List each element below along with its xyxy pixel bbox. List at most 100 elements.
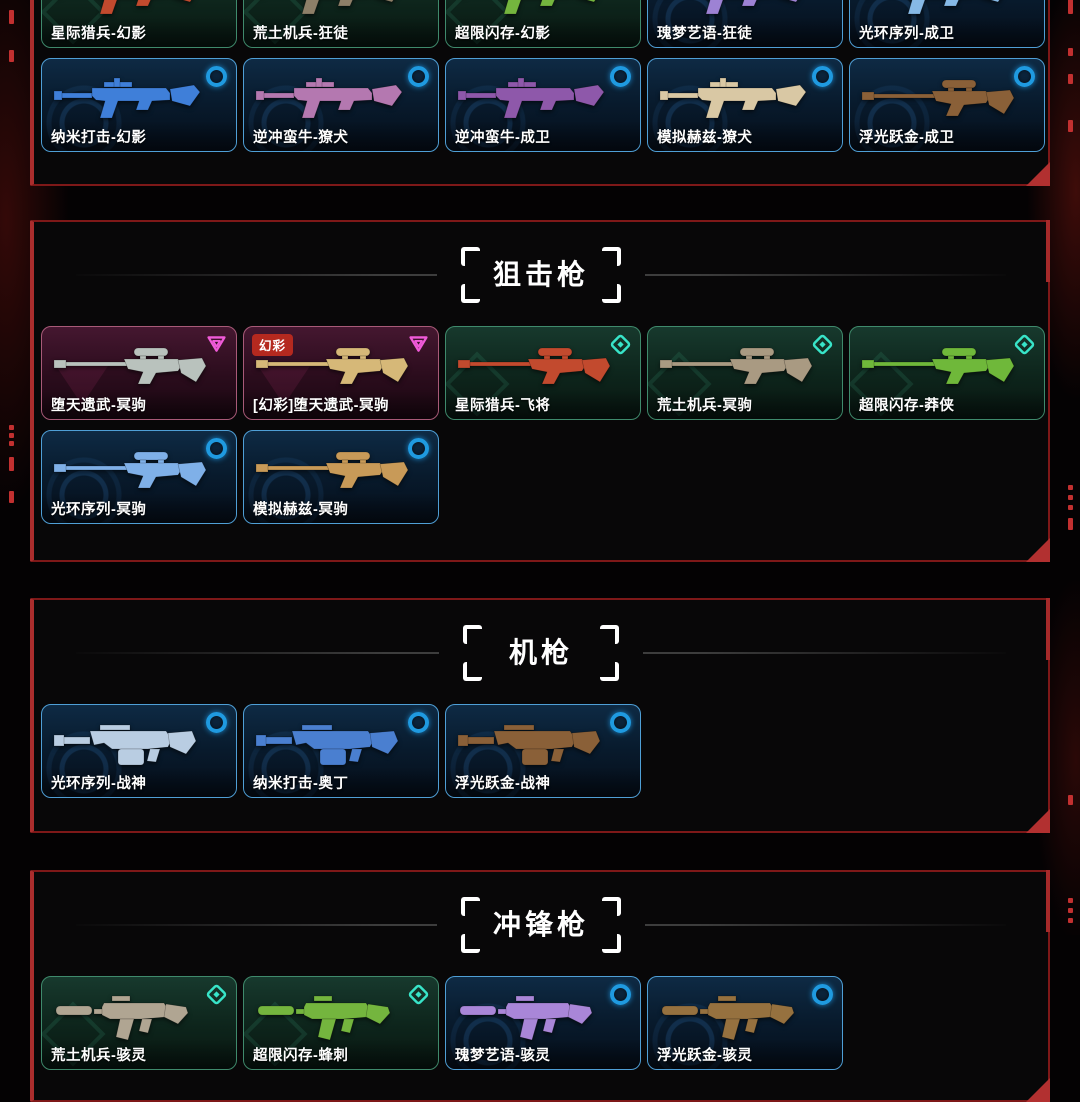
weapon-card-label: 瑰梦艺语-狂徒	[657, 26, 753, 42]
weapon-card-row: 荒土机兵-骇灵 超限闪存-蜂刺 瑰梦艺语-骇灵	[34, 976, 1048, 1070]
edge-dash-decoration	[9, 433, 14, 438]
title-divider-line	[643, 652, 1006, 654]
weapon-card-label: 模拟赫兹-冥驹	[253, 502, 349, 518]
edge-dash-decoration	[1068, 495, 1073, 500]
weapon-card[interactable]: 超限闪存-莽侠	[849, 326, 1045, 420]
sniper-silhouette-icon	[458, 347, 611, 385]
bracket-corner	[602, 247, 622, 266]
weapon-card[interactable]: 纳米打击-幻影	[41, 58, 237, 152]
edge-dash-decoration	[9, 50, 14, 62]
ring-badge-icon	[1014, 66, 1035, 87]
label-shade	[446, 17, 640, 47]
weapon-card[interactable]: 逆冲蛮牛-成卫	[445, 58, 641, 152]
weapon-card[interactable]: 星际猎兵-幻影	[41, 0, 237, 48]
weapon-card-row: 纳米打击-幻影 逆冲蛮牛-獠犬 逆冲蛮牛-成卫 模拟赫兹-獠犬	[34, 58, 1048, 152]
section-title: 冲锋枪	[493, 909, 590, 940]
ring-badge-icon	[610, 712, 631, 733]
bracket-corner	[600, 625, 619, 644]
edge-dash-decoration	[9, 491, 14, 503]
weapon-sections-root: 星际猎兵-幻影 荒土机兵-狂徒 超限闪存-幻影	[30, 0, 1050, 1102]
label-shade	[850, 389, 1044, 419]
mg-silhouette-icon	[54, 724, 197, 766]
weapon-card-label: 堕天遗武-冥驹	[51, 398, 147, 414]
edge-dash-decoration	[1068, 795, 1073, 805]
triangle-badge-icon	[207, 336, 226, 352]
edge-dash-decoration	[9, 425, 14, 430]
weapon-card-label: 超限闪存-幻影	[455, 26, 551, 42]
sniper-silhouette-icon	[54, 451, 207, 489]
weapon-card-label: 荒土机兵-狂徒	[253, 26, 349, 42]
ring-badge-icon	[408, 438, 429, 459]
weapon-card-label: 逆冲蛮牛-成卫	[455, 130, 551, 146]
weapon-card[interactable]: 荒土机兵-狂徒	[243, 0, 439, 48]
weapon-card[interactable]: 光环序列-成卫	[849, 0, 1045, 48]
section-title-brackets: 冲锋枪	[461, 897, 622, 953]
smg-silhouette-icon	[55, 995, 189, 1041]
weapon-card[interactable]: 浮光跃金-成卫	[849, 58, 1045, 152]
weapon-card[interactable]: 荒土机兵-冥驹	[647, 326, 843, 420]
weapon-card[interactable]: 堕天遗武-冥驹	[41, 326, 237, 420]
sniper-silhouette-icon	[256, 451, 409, 489]
weapon-card[interactable]: 瑰梦艺语-狂徒	[647, 0, 843, 48]
weapon-card[interactable]: 星际猎兵-飞将	[445, 326, 641, 420]
ring-badge-icon	[206, 712, 227, 733]
weapon-card-label: 超限闪存-蜂刺	[253, 1048, 349, 1064]
label-shade	[446, 767, 640, 797]
weapon-section-sniper: 狙击枪 堕天遗武-冥驹 幻彩 [幻彩]堕天遗武-冥驹	[30, 220, 1050, 562]
edge-dash-decoration	[1068, 918, 1073, 923]
label-shade	[850, 17, 1044, 47]
label-shade	[42, 121, 236, 151]
label-shade	[446, 389, 640, 419]
edge-dash-decoration	[1068, 898, 1073, 903]
bracket-corner	[602, 284, 622, 303]
weapon-card-label: 光环序列-成卫	[859, 26, 955, 42]
weapon-card[interactable]: 幻彩 [幻彩]堕天遗武-冥驹	[243, 326, 439, 420]
diamond-badge-icon	[610, 334, 631, 355]
weapon-card[interactable]: 逆冲蛮牛-獠犬	[243, 58, 439, 152]
sniper-silhouette-icon	[660, 347, 813, 385]
sniper-silhouette-icon	[862, 347, 1015, 385]
weapon-card-label: 光环序列-冥驹	[51, 502, 147, 518]
section-title-row: 机枪	[34, 616, 1048, 690]
rifle-silhouette-icon	[660, 77, 807, 119]
section-title: 狙击枪	[493, 259, 590, 290]
label-shade	[244, 121, 438, 151]
ring-badge-icon	[408, 66, 429, 87]
label-shade	[244, 1039, 438, 1069]
bracket-corner	[602, 934, 622, 953]
diamond-badge-icon	[812, 334, 833, 355]
weapon-card-label: 模拟赫兹-獠犬	[657, 130, 753, 146]
weapon-card-row: 星际猎兵-幻影 荒土机兵-狂徒 超限闪存-幻影	[34, 0, 1048, 48]
weapon-card[interactable]: 光环序列-冥驹	[41, 430, 237, 524]
weapon-card[interactable]: 模拟赫兹-獠犬	[647, 58, 843, 152]
ring-badge-icon	[408, 712, 429, 733]
bracket-corner	[461, 247, 480, 266]
weapon-card[interactable]: 浮光跃金-骇灵	[647, 976, 843, 1070]
weapon-card[interactable]: 光环序列-战神	[41, 704, 237, 798]
weapon-section-top: 星际猎兵-幻影 荒土机兵-狂徒 超限闪存-幻影	[30, 0, 1050, 186]
weapon-card[interactable]: 瑰梦艺语-骇灵	[445, 976, 641, 1070]
weapon-card-row: 光环序列-战神 纳米打击-奥丁 浮光跃金-战神	[34, 704, 1048, 798]
triangle-badge-icon	[409, 336, 428, 352]
bracket-corner	[463, 625, 482, 644]
label-shade	[446, 1039, 640, 1069]
weapon-card-label: 纳米打击-幻影	[51, 130, 147, 146]
weapon-card[interactable]: 超限闪存-幻影	[445, 0, 641, 48]
label-shade	[42, 493, 236, 523]
weapon-card[interactable]: 纳米打击-奥丁	[243, 704, 439, 798]
label-shade	[648, 121, 842, 151]
label-shade	[244, 17, 438, 47]
mg-silhouette-icon	[256, 724, 399, 766]
section-title: 机枪	[508, 637, 573, 668]
diamond-badge-icon	[1014, 334, 1035, 355]
weapon-card-label: 荒土机兵-骇灵	[51, 1048, 147, 1064]
title-divider-line	[76, 274, 437, 276]
weapon-card[interactable]: 浮光跃金-战神	[445, 704, 641, 798]
title-divider-line	[76, 652, 439, 654]
weapon-card[interactable]: 模拟赫兹-冥驹	[243, 430, 439, 524]
edge-dash-decoration	[9, 441, 14, 446]
weapon-card[interactable]: 荒土机兵-骇灵	[41, 976, 237, 1070]
rifle-silhouette-icon	[256, 77, 403, 119]
weapon-card[interactable]: 超限闪存-蜂刺	[243, 976, 439, 1070]
sniper-silhouette-icon	[862, 79, 1015, 117]
